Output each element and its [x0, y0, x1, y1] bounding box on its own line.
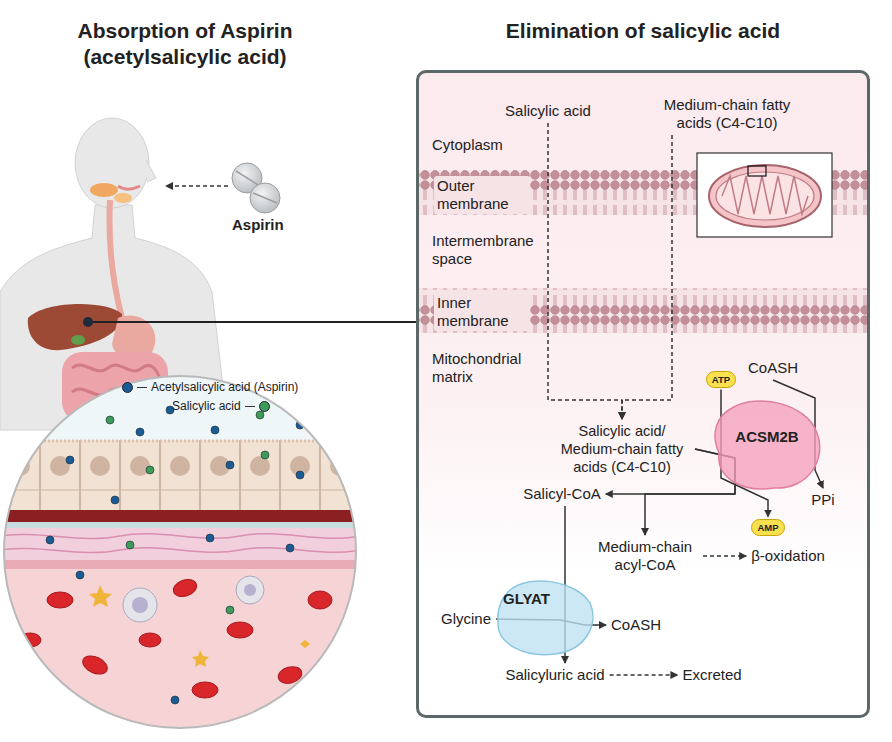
region-label: Cytoplasm [432, 136, 503, 154]
region-label: Mitochondrial matrix [432, 350, 532, 386]
molecule-dot [41, 426, 49, 434]
molecule-dot [46, 536, 54, 544]
node-text: Salicylic acid/ Medium-chain fatty acids… [554, 422, 690, 476]
metabolite-label: Medium-chain fatty acids (C4-C10) [652, 95, 802, 133]
molecule-dot [226, 606, 234, 614]
region-label: Intermembrane space [432, 232, 552, 268]
molecule-dot [171, 696, 179, 704]
drug-label: Aspirin [232, 216, 284, 234]
enzyme-outline [498, 581, 593, 655]
reaction-arrow [703, 555, 746, 557]
pathway-label: β-oxidation [749, 546, 827, 566]
metabolite-label: Salicylic acid/ Medium-chain fatty acids… [552, 421, 692, 477]
legend-dash [245, 406, 255, 407]
molecule-dot [286, 544, 294, 552]
molecule-dot [126, 541, 134, 549]
molecule-dot [66, 456, 74, 464]
cofactor-label: CoASH [609, 615, 663, 635]
molecule-dot [211, 426, 219, 434]
molecule-dot [266, 706, 274, 714]
molecule-dot [136, 428, 144, 436]
metabolite-label: Medium-chain acyl-CoA [590, 537, 700, 575]
region-label: Inner membrane [434, 293, 530, 331]
enzyme-blob: ACSM2B [712, 398, 822, 493]
reaction-arrow [548, 123, 622, 419]
node-text: PPi [811, 491, 834, 509]
node-text: Glycine [441, 610, 491, 628]
enzyme-shape [712, 398, 822, 493]
molecule-dot [146, 466, 154, 474]
molecule-dot [206, 534, 214, 542]
legend-swatch [122, 382, 133, 393]
legend-dash [137, 387, 147, 388]
cofactor-pill: AMP [751, 519, 784, 536]
section-title: Absorption of Aspirin (acetylsalicylic a… [20, 18, 350, 70]
node-text: Elimination of salicylic acid [389, 18, 892, 44]
molecule-dot [76, 571, 84, 579]
metabolite-label: Salicyl-CoA [521, 484, 603, 504]
legend-text: Acetylsalicylic acid (Aspirin) [151, 380, 298, 394]
metabolite-label: Salicyluric acid [503, 665, 606, 685]
node-text: Medium-chain acyl-CoA [592, 538, 698, 574]
enzyme-outline [715, 401, 820, 489]
cofactor-pill: ATP [706, 371, 736, 388]
node-text: ATP [712, 374, 730, 385]
molecule-dot [111, 496, 119, 504]
molecule-dot [261, 451, 269, 459]
node-text: GLYAT [503, 590, 550, 608]
legend-text: Salicylic acid [172, 399, 241, 413]
legend-entry: Acetylsalicylic acid (Aspirin) [122, 380, 298, 394]
legend-swatch [259, 401, 270, 412]
cofactor-label: PPi [809, 490, 836, 510]
legend-entry: Salicylic acid [172, 399, 270, 413]
node-text: β-oxidation [751, 547, 825, 565]
outcome-label: Excreted [680, 665, 743, 685]
cell-panel: Elimination of salicylic acidSalicylic a… [416, 70, 870, 718]
cofactor-label: CoASH [746, 358, 800, 378]
node-text: Salicyl-CoA [523, 485, 601, 503]
enzyme-shape [495, 578, 595, 656]
molecule-dot [56, 686, 64, 694]
node-text: Salicylic acid [505, 102, 591, 120]
region-label: Outer membrane [434, 176, 530, 214]
enzyme-blob: GLYAT [495, 578, 595, 656]
node-text: Excreted [682, 666, 741, 684]
metabolite-label: Salicylic acid [503, 101, 593, 121]
molecule-dot [106, 416, 114, 424]
metabolite-label: Glycine [439, 609, 493, 629]
molecule-dot [56, 401, 64, 409]
node-text: CoASH [611, 616, 661, 634]
node-text: Salicyluric acid [505, 666, 604, 684]
node-text: CoASH [748, 359, 798, 377]
molecule-dot [226, 461, 234, 469]
molecule-dot [256, 411, 264, 419]
reaction-arrow [622, 135, 672, 419]
reaction-arrow [610, 674, 678, 676]
node-text: AMP [757, 522, 778, 533]
node-text: ACSM2B [735, 428, 798, 446]
node-text: Medium-chain fatty acids (C4-C10) [654, 96, 800, 132]
molecule-dot [296, 471, 304, 479]
